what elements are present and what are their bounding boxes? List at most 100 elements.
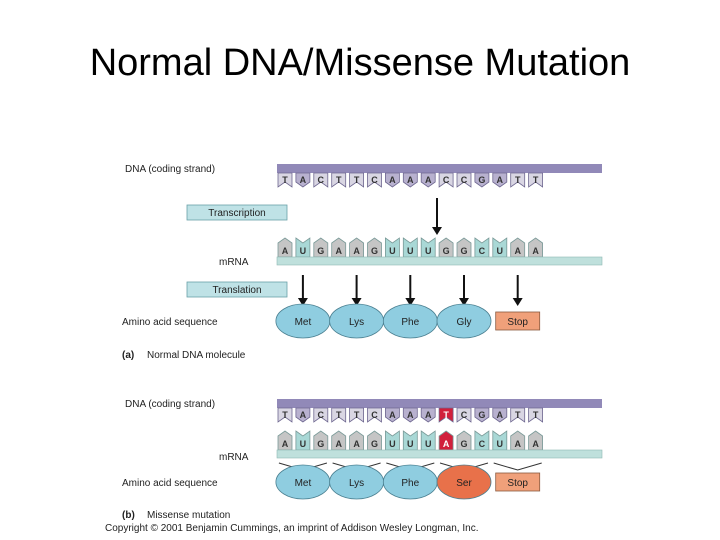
panel-a-dna-base: C [438, 172, 454, 188]
panel-a-dna-base: A [420, 172, 436, 188]
panel-a-amino-acid: Met [275, 303, 331, 339]
panel-b-dna-base: T [438, 407, 454, 423]
slide-title: Normal DNA/Missense Mutation [89, 42, 631, 84]
panel-b-mrna-base: A [510, 430, 526, 451]
panel-b-mrna-base: A [438, 430, 454, 451]
svg-text:A: A [407, 410, 414, 420]
svg-text:Phe: Phe [401, 478, 419, 489]
svg-text:C: C [461, 410, 468, 420]
panel-b-dna-base: T [331, 407, 347, 423]
svg-text:A: A [497, 175, 504, 185]
panel-b-mrna-base: G [367, 430, 382, 451]
panel-b-dna-base: T [510, 407, 526, 423]
panel-b-mrna-base: A [277, 430, 293, 451]
panel-b-mrna-base: U [295, 430, 311, 451]
panel-b-mrna-base: U [492, 430, 508, 451]
translation-arrow [512, 275, 523, 306]
panel-a-mrna-base: U [402, 237, 418, 258]
svg-text:G: G [317, 439, 324, 449]
svg-text:A: A [282, 246, 289, 256]
svg-text:A: A [300, 410, 307, 420]
svg-text:A: A [532, 246, 539, 256]
panel-b-dna-base: G [474, 407, 490, 423]
panel-a-mrna-base: G [313, 237, 329, 258]
panel-b-amino-acid: Phe [382, 464, 438, 500]
svg-text:A: A [389, 175, 396, 185]
svg-text:Lys: Lys [349, 317, 364, 328]
panel-a-mrna-base: G [456, 237, 472, 258]
mrna-label-a: mRNA [219, 257, 249, 268]
svg-text:A: A [335, 246, 342, 256]
panel-a-dna-base: T [528, 172, 543, 188]
svg-text:A: A [425, 175, 432, 185]
svg-text:T: T [443, 410, 449, 420]
translation-box: Translation [186, 281, 288, 298]
translation-arrow [351, 275, 362, 306]
svg-text:Translation: Translation [212, 285, 261, 296]
panel-b-amino-acid: Ser [436, 464, 492, 500]
panel-b-mrna-base: G [313, 430, 329, 451]
transcription-arrow [432, 198, 442, 235]
panel-b-mrna-base: A [349, 430, 365, 451]
panel-a-dna-base: T [277, 172, 293, 188]
svg-text:U: U [300, 439, 307, 449]
panel-b-dna-base: A [492, 407, 508, 423]
svg-text:G: G [317, 246, 324, 256]
codon-bracket [493, 462, 542, 471]
svg-text:C: C [371, 175, 378, 185]
panel-b-dna-base: C [313, 407, 329, 423]
panel-b-dna-base: A [384, 407, 400, 423]
svg-text:G: G [478, 175, 485, 185]
svg-text:Met: Met [295, 317, 312, 328]
panel-a-amino-acid: Gly [436, 303, 492, 339]
panel-b-mrna-base: U [420, 430, 436, 451]
svg-text:U: U [497, 439, 504, 449]
svg-text:A: A [335, 439, 342, 449]
svg-text:A: A [282, 439, 289, 449]
svg-text:G: G [443, 246, 450, 256]
svg-text:G: G [371, 246, 378, 256]
svg-text:C: C [479, 246, 486, 256]
panel-a-mrna-base: G [367, 237, 382, 258]
panel-a-mrna-base: U [384, 237, 400, 258]
panel-b-mrna-base: A [331, 430, 347, 451]
panel-a-mrna-base: A [331, 237, 347, 258]
amino-acid-label-a: Amino acid sequence [122, 317, 218, 328]
svg-text:A: A [353, 439, 360, 449]
svg-text:T: T [533, 410, 539, 420]
svg-text:A: A [407, 175, 414, 185]
panel-a-mrna-base: A [528, 237, 543, 258]
svg-text:A: A [497, 410, 504, 420]
svg-text:A: A [443, 439, 450, 449]
svg-text:A: A [514, 439, 521, 449]
panel-b-dna-backbone [277, 399, 602, 408]
panel-b-letter: (b) [122, 510, 135, 521]
copyright-text: Copyright © 2001 Benjamin Cummings, an i… [105, 523, 478, 534]
svg-text:U: U [425, 246, 432, 256]
panel-b-mrna-base: U [402, 430, 418, 451]
panel-a-dna-backbone [277, 164, 602, 173]
panel-a-dna-base: T [349, 172, 365, 188]
svg-text:G: G [460, 246, 467, 256]
amino-acid-label-b: Amino acid sequence [122, 478, 218, 489]
translation-arrow [459, 275, 469, 306]
panel-b-dna-base: T [277, 407, 293, 423]
panel-b-mrna-base: C [474, 430, 490, 451]
svg-text:T: T [282, 175, 288, 185]
panel-b-mrna-base: A [528, 430, 543, 451]
svg-text:T: T [354, 175, 360, 185]
svg-text:Stop: Stop [507, 478, 528, 489]
panel-b-dna-base: T [349, 407, 365, 423]
svg-text:C: C [479, 439, 486, 449]
svg-text:G: G [460, 439, 467, 449]
panel-b-dna-base: A [402, 407, 418, 423]
panel-a-amino-acid: Phe [382, 303, 438, 339]
panel-a-mrna-base: U [420, 237, 436, 258]
panel-b-dna-base: C [367, 407, 382, 423]
panel-a-mrna-base: U [295, 237, 311, 258]
svg-text:A: A [389, 410, 396, 420]
panel-b-dna-base: T [528, 407, 543, 423]
panel-a-dna-base: C [367, 172, 382, 188]
svg-text:Stop: Stop [507, 317, 528, 328]
